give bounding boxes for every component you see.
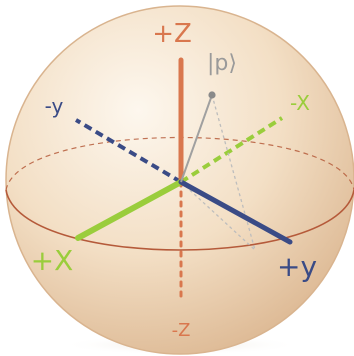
plus-x-axis bbox=[75, 179, 184, 241]
label-minus-y: -y bbox=[45, 94, 64, 118]
minus-x-axis bbox=[179, 116, 284, 184]
state-projection-horizontal bbox=[180, 181, 256, 251]
label-minus-x: -X bbox=[290, 91, 310, 115]
state-vector bbox=[180, 94, 213, 183]
minus-y-axis bbox=[74, 118, 183, 184]
label-plus-z: +Z bbox=[152, 19, 192, 49]
state-point bbox=[208, 91, 216, 99]
label-plus-x: +X bbox=[31, 244, 74, 277]
plus-y-axis bbox=[178, 179, 293, 245]
state-projection-vertical bbox=[211, 94, 256, 251]
label-plus-y: +y bbox=[277, 250, 317, 283]
label-minus-z: -Z bbox=[172, 320, 191, 341]
label-state: |p⟩ bbox=[207, 51, 237, 76]
equator-front bbox=[5, 189, 354, 251]
